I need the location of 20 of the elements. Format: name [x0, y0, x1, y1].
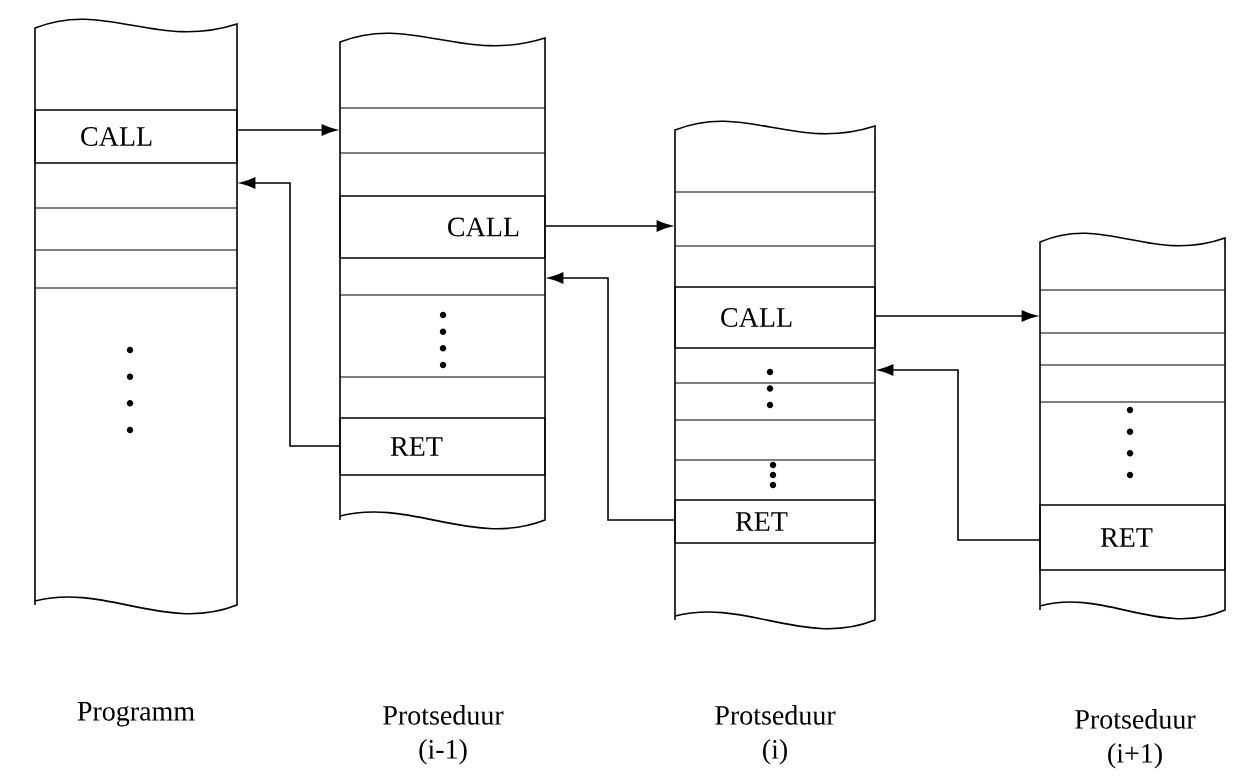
column-caption: Protseduur (i) [715, 705, 836, 765]
stack-cell: RET [674, 499, 876, 544]
stack-cell: CALL [34, 109, 238, 164]
stack-column [34, 18, 238, 615]
stack-column [674, 120, 876, 630]
stack-cell: CALL [339, 195, 546, 259]
stack-column [1039, 232, 1226, 620]
arrow [240, 177, 341, 447]
column-caption: Protseduur (i+1) [1075, 709, 1196, 769]
arrow [874, 310, 1037, 322]
arrow [544, 220, 672, 232]
stack-cell: RET [339, 417, 546, 476]
stack-cell: RET [1039, 504, 1226, 571]
arrow [548, 272, 676, 521]
stack-column [339, 32, 546, 530]
stack-cell: CALL [674, 286, 876, 349]
arrow [236, 124, 337, 136]
column-caption: Programm [77, 702, 195, 727]
column-caption: Protseduur (i-1) [383, 705, 504, 765]
arrow [878, 364, 1041, 541]
